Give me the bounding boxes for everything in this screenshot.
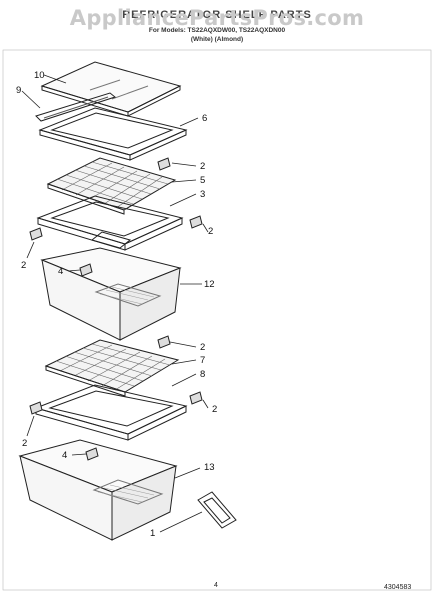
callout-12: 12 xyxy=(204,279,215,290)
crisper-cover-insert-part-7 xyxy=(44,339,180,397)
nameplate-part-1 xyxy=(197,491,237,529)
shelf-clip-part-2 xyxy=(189,215,203,229)
shelf-clip-part-4 xyxy=(79,263,93,277)
callout-5: 5 xyxy=(200,175,205,186)
shelf-clip-part-2 xyxy=(157,157,171,171)
callout-2: 2 xyxy=(22,438,27,449)
diagram-title: REFRIGERATOR SHELF PARTS xyxy=(122,9,312,21)
callout-2: 2 xyxy=(212,404,217,415)
callout-1: 1 xyxy=(150,528,155,539)
glass-shelf-part-10 xyxy=(40,61,182,117)
document-number: 4304583 xyxy=(384,584,412,591)
callout-labels: 10 9 6 2 5 3 2 2 4 12 2 7 8 2 2 4 13 1 xyxy=(16,70,217,539)
shelf-clip-part-2 xyxy=(29,401,43,415)
callout-4: 4 xyxy=(58,266,63,277)
shelf-clip-part-2 xyxy=(189,391,203,405)
callout-2: 2 xyxy=(200,342,205,353)
shelf-clip-part-2 xyxy=(157,335,171,349)
crisper-drawer-part-12 xyxy=(40,247,182,341)
callout-3: 3 xyxy=(200,189,205,200)
callout-6: 6 xyxy=(202,113,207,124)
callout-13: 13 xyxy=(204,462,215,473)
shelf-clip-part-4 xyxy=(85,447,99,461)
shelf-trim-part-9 xyxy=(35,92,117,122)
crisper-cover-frame-part-8 xyxy=(34,384,188,441)
watermark: AppliancePartsPros.com xyxy=(69,6,365,30)
callout-10: 10 xyxy=(34,70,45,81)
crisper-cover-insert-part-5 xyxy=(46,157,177,215)
shelf-frame-part-6 xyxy=(38,107,188,161)
callout-7: 7 xyxy=(200,355,205,366)
page-number: 4 xyxy=(214,582,218,589)
callout-4: 4 xyxy=(62,450,67,461)
model-numbers: For Models: TS22AQXDW00, TS22AQXDN00 xyxy=(148,27,286,34)
callout-9: 9 xyxy=(16,85,21,96)
diagram-border xyxy=(2,49,432,591)
callout-2: 2 xyxy=(21,260,26,271)
callout-8: 8 xyxy=(200,369,205,380)
shelf-clip-part-2 xyxy=(29,227,43,241)
leader-lines xyxy=(21,74,209,533)
callout-2: 2 xyxy=(200,161,205,172)
crisper-drawer-part-13 xyxy=(18,439,178,541)
color-options: (White) (Almond) xyxy=(190,36,244,43)
crisper-cover-frame-part-3 xyxy=(36,195,184,251)
callout-2: 2 xyxy=(208,226,213,237)
